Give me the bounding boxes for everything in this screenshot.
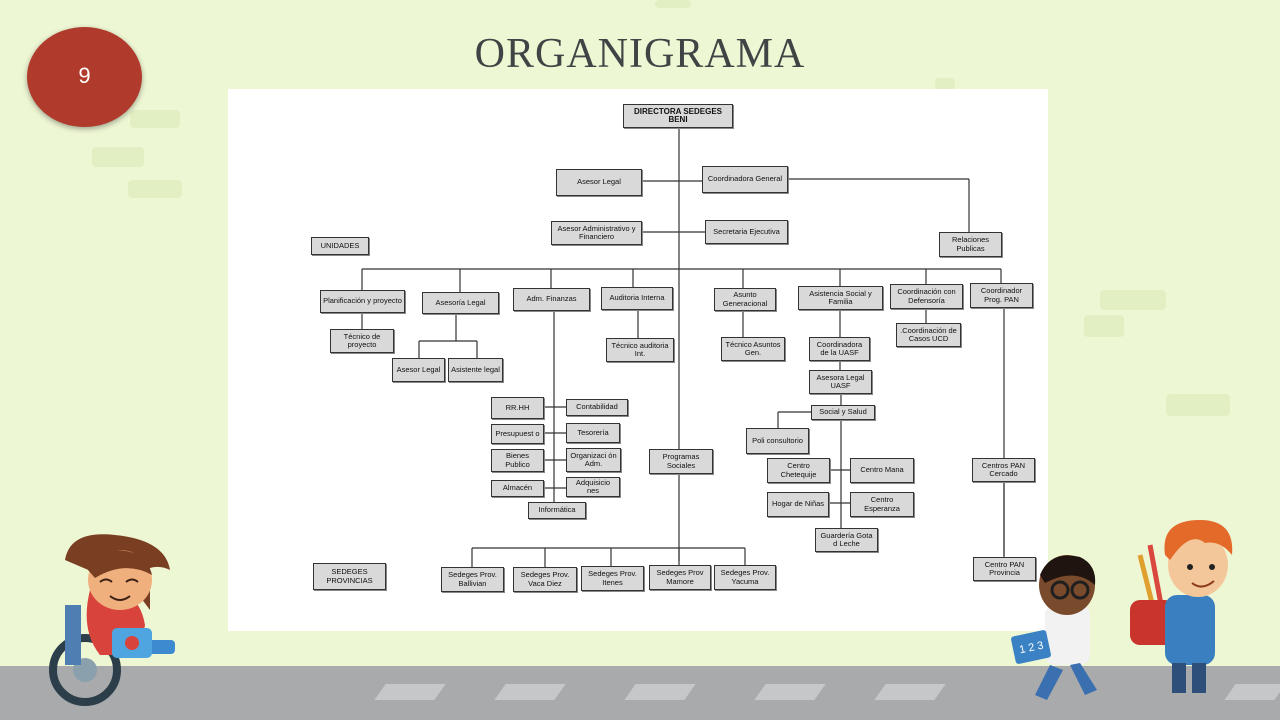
org-node-asunto-gen: Asunto Generacional (714, 288, 776, 311)
org-node-c-mana: Centro Mana (850, 458, 914, 483)
org-node-dir: DIRECTORA SEDEGES BENI (623, 104, 733, 128)
org-node-poli: Poli consultorio (746, 428, 809, 454)
org-node-unidades: UNIDADES (311, 237, 369, 255)
org-node-coord-pan: Coordinador Prog. PAN (970, 283, 1033, 308)
org-node-aseso-legal: Asesoría Legal (422, 292, 499, 314)
svg-text:1 2 3: 1 2 3 (1018, 640, 1044, 657)
org-node-tec-aud: Técnico auditoria Int. (606, 338, 674, 362)
org-node-relaciones: Relaciones Publicas (939, 232, 1002, 257)
org-node-hogar: Hogar de Niñas (767, 492, 829, 517)
org-node-tec-asuntos: Técnico Asuntos Gen. (721, 337, 785, 361)
org-node-almacen: Almacén (491, 480, 544, 497)
org-node-c-esper: Centro Esperanza (850, 492, 914, 517)
org-node-social-salud: Social y Salud (811, 405, 875, 420)
org-node-rrhh: RR.HH (491, 397, 544, 419)
boy-backpack-illustration (1130, 520, 1233, 693)
org-node-pan-prov: Centro PAN Provincia (973, 557, 1036, 581)
org-node-presup: Presupuest o (491, 424, 544, 444)
org-node-vaca-diez: Sedeges Prov. Vaca Diez (513, 567, 577, 592)
org-node-c-chete: Centro Chetequije (767, 458, 830, 483)
org-node-guarderia: Guardería Gota d Leche (815, 528, 878, 552)
org-node-asesor-legal: Asesor Legal (556, 169, 642, 196)
org-node-asesor-adm: Asesor Administrativo y Financiero (551, 221, 642, 245)
org-node-coord-uasf: Coordinadora de la UASF (809, 337, 870, 361)
org-node-programas: Programas Sociales (649, 449, 713, 474)
connector-lines (361, 128, 1005, 567)
org-node-tec-proy: Técnico de proyecto (330, 329, 394, 353)
org-node-pan-cercado: Centros PAN Cercado (972, 458, 1035, 482)
org-node-mamore: Sedeges Prov Mamore (649, 565, 711, 590)
org-node-planif: Planificación y proyecto (320, 290, 405, 313)
org-node-coord-def: Coordinación con Defensoría (890, 284, 963, 309)
org-node-coord-ucd: .Coordinación de Casos UCD (896, 323, 961, 347)
girl-wheelchair-illustration (49, 534, 175, 706)
org-node-asist-legal: Asistente legal (448, 358, 503, 382)
org-node-sedeges-provincias: SEDEGES PROVINCIAS (313, 563, 386, 590)
org-node-asist-social: Asistencia Social y Familia (798, 286, 883, 310)
org-node-asesor-legal2: Asesor Legal (392, 358, 445, 382)
org-node-tesoreria: Tesorería (566, 423, 620, 443)
org-node-organiz: Organizaci ón Adm. (566, 448, 621, 472)
org-node-adquis: Adquisicio nes (566, 477, 620, 497)
org-node-contab: Contabilidad (566, 399, 628, 416)
org-node-auditoria: Auditoria Interna (601, 287, 673, 310)
org-node-itenes: Sedeges Prov. Itenes (581, 566, 644, 591)
org-node-asesora-uasf: Asesora Legal UASF (809, 370, 872, 394)
org-node-coord-gral: Coordinadora General (702, 166, 788, 193)
boy-glasses-illustration: 1 2 3 (1011, 555, 1097, 700)
org-node-bienes: Bienes Publico (491, 449, 544, 472)
org-node-informatica: Informática (528, 502, 586, 519)
org-node-adm-fin: Adm. Finanzas (513, 288, 590, 311)
slide-title: ORGANIGRAMA (474, 31, 806, 77)
org-node-ballivian: Sedeges Prov. Ballivian (441, 567, 504, 592)
org-node-secretaria: Secretaria Ejecutiva (705, 220, 788, 244)
org-node-yacuma: Sedeges Prov. Yacuma (714, 565, 776, 590)
slide-number-badge: 9 (27, 27, 142, 127)
